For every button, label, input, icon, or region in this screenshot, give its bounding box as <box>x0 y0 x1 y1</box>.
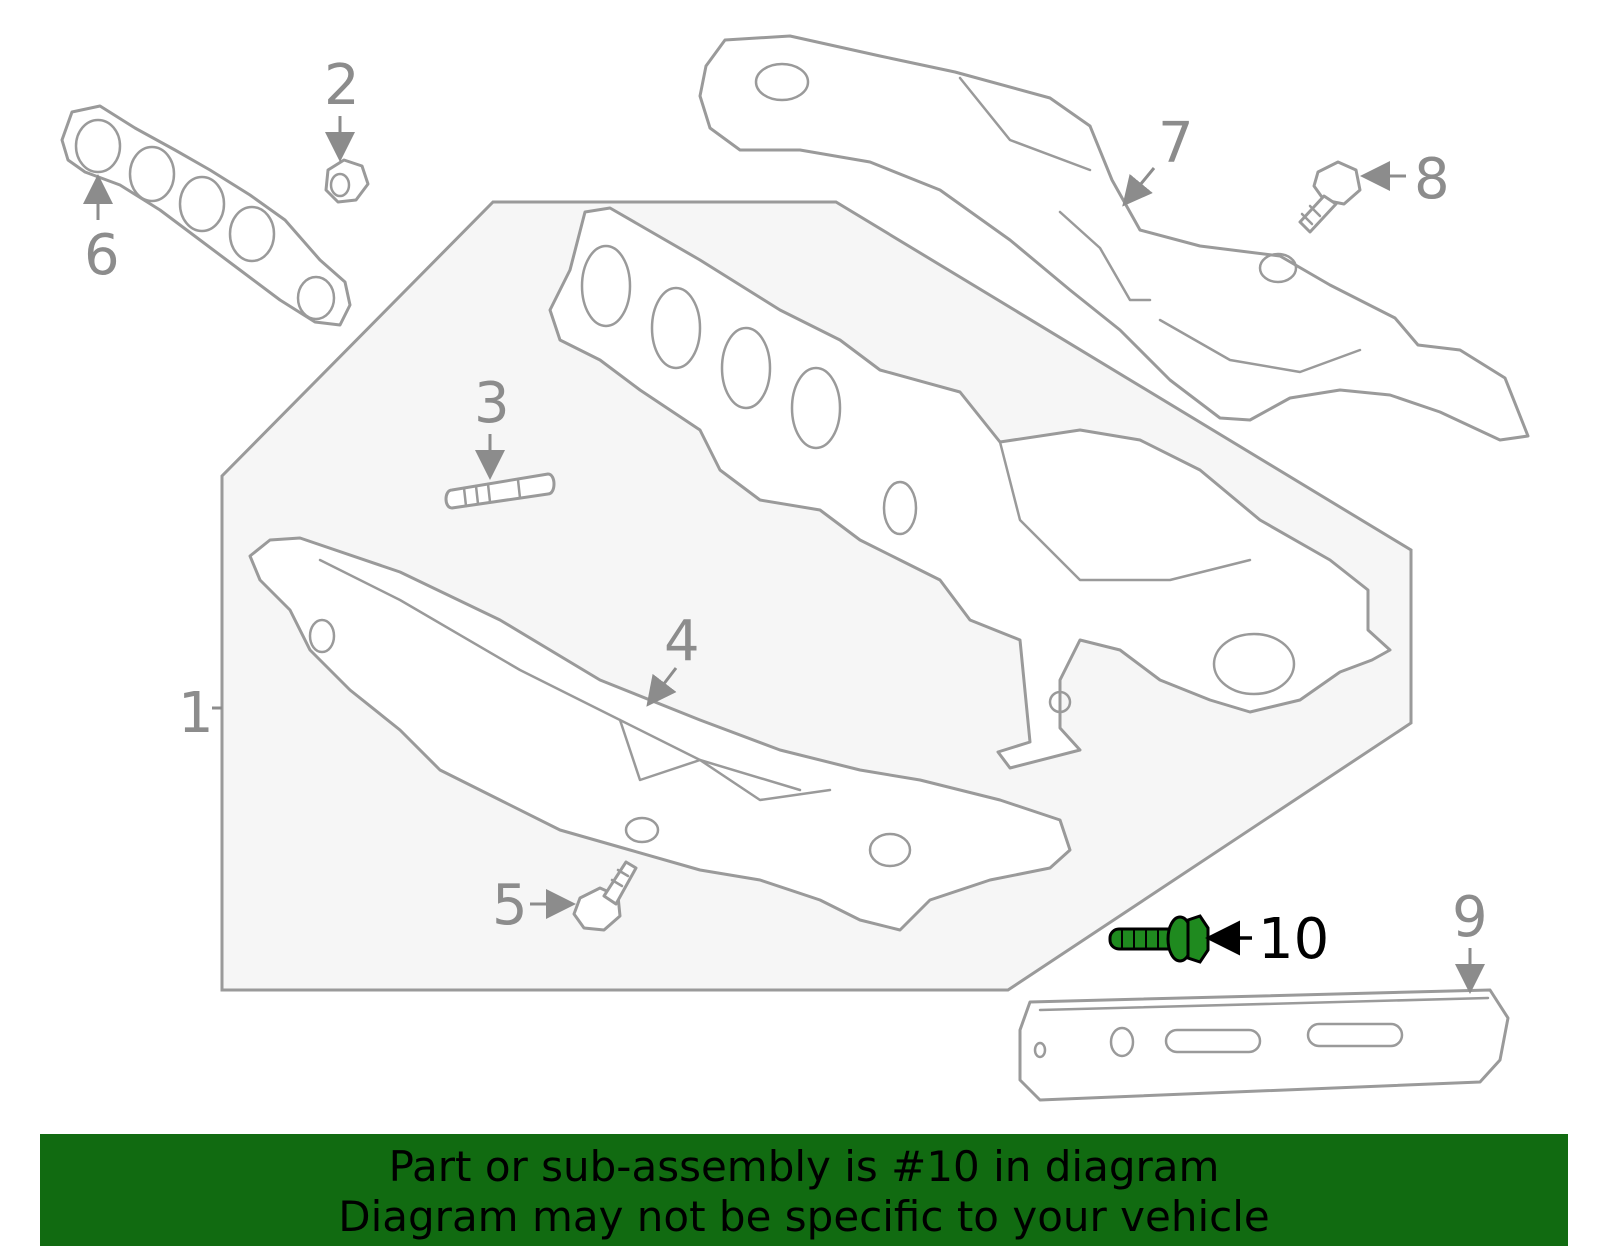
callout-8: 8 <box>1414 147 1450 212</box>
callout-9: 9 <box>1452 885 1488 950</box>
part-3-stud[interactable] <box>444 472 556 510</box>
part-2-nut[interactable] <box>324 158 370 204</box>
callout-6: 6 <box>84 223 120 288</box>
callout-7: 7 <box>1158 111 1194 176</box>
part-5-bolt[interactable] <box>572 860 638 932</box>
part-10-bolt-highlighted[interactable] <box>1108 914 1210 964</box>
part-9-bracket[interactable] <box>1018 988 1510 1102</box>
part-1-manifold[interactable] <box>548 206 1392 770</box>
callout-2: 2 <box>324 53 360 118</box>
callout-10: 10 <box>1258 907 1329 972</box>
arrow-7 <box>1122 167 1156 207</box>
part-4-heat-insulator[interactable] <box>248 536 1072 932</box>
part-8-bolt[interactable] <box>1298 160 1362 234</box>
banner-line-1: Part or sub-assembly is #10 in diagram <box>388 1142 1220 1191</box>
callout-3: 3 <box>474 371 510 436</box>
callout-4: 4 <box>664 609 700 674</box>
banner-line-2: Diagram may not be specific to your vehi… <box>338 1192 1270 1241</box>
info-banner: Part or sub-assembly is #10 in diagram D… <box>40 1134 1568 1246</box>
callout-1: 1 <box>178 681 214 746</box>
part-6-gasket[interactable] <box>60 104 352 327</box>
callout-5: 5 <box>492 873 528 938</box>
part-7-heat-insulator[interactable] <box>698 34 1530 442</box>
arrow-4 <box>646 667 678 707</box>
